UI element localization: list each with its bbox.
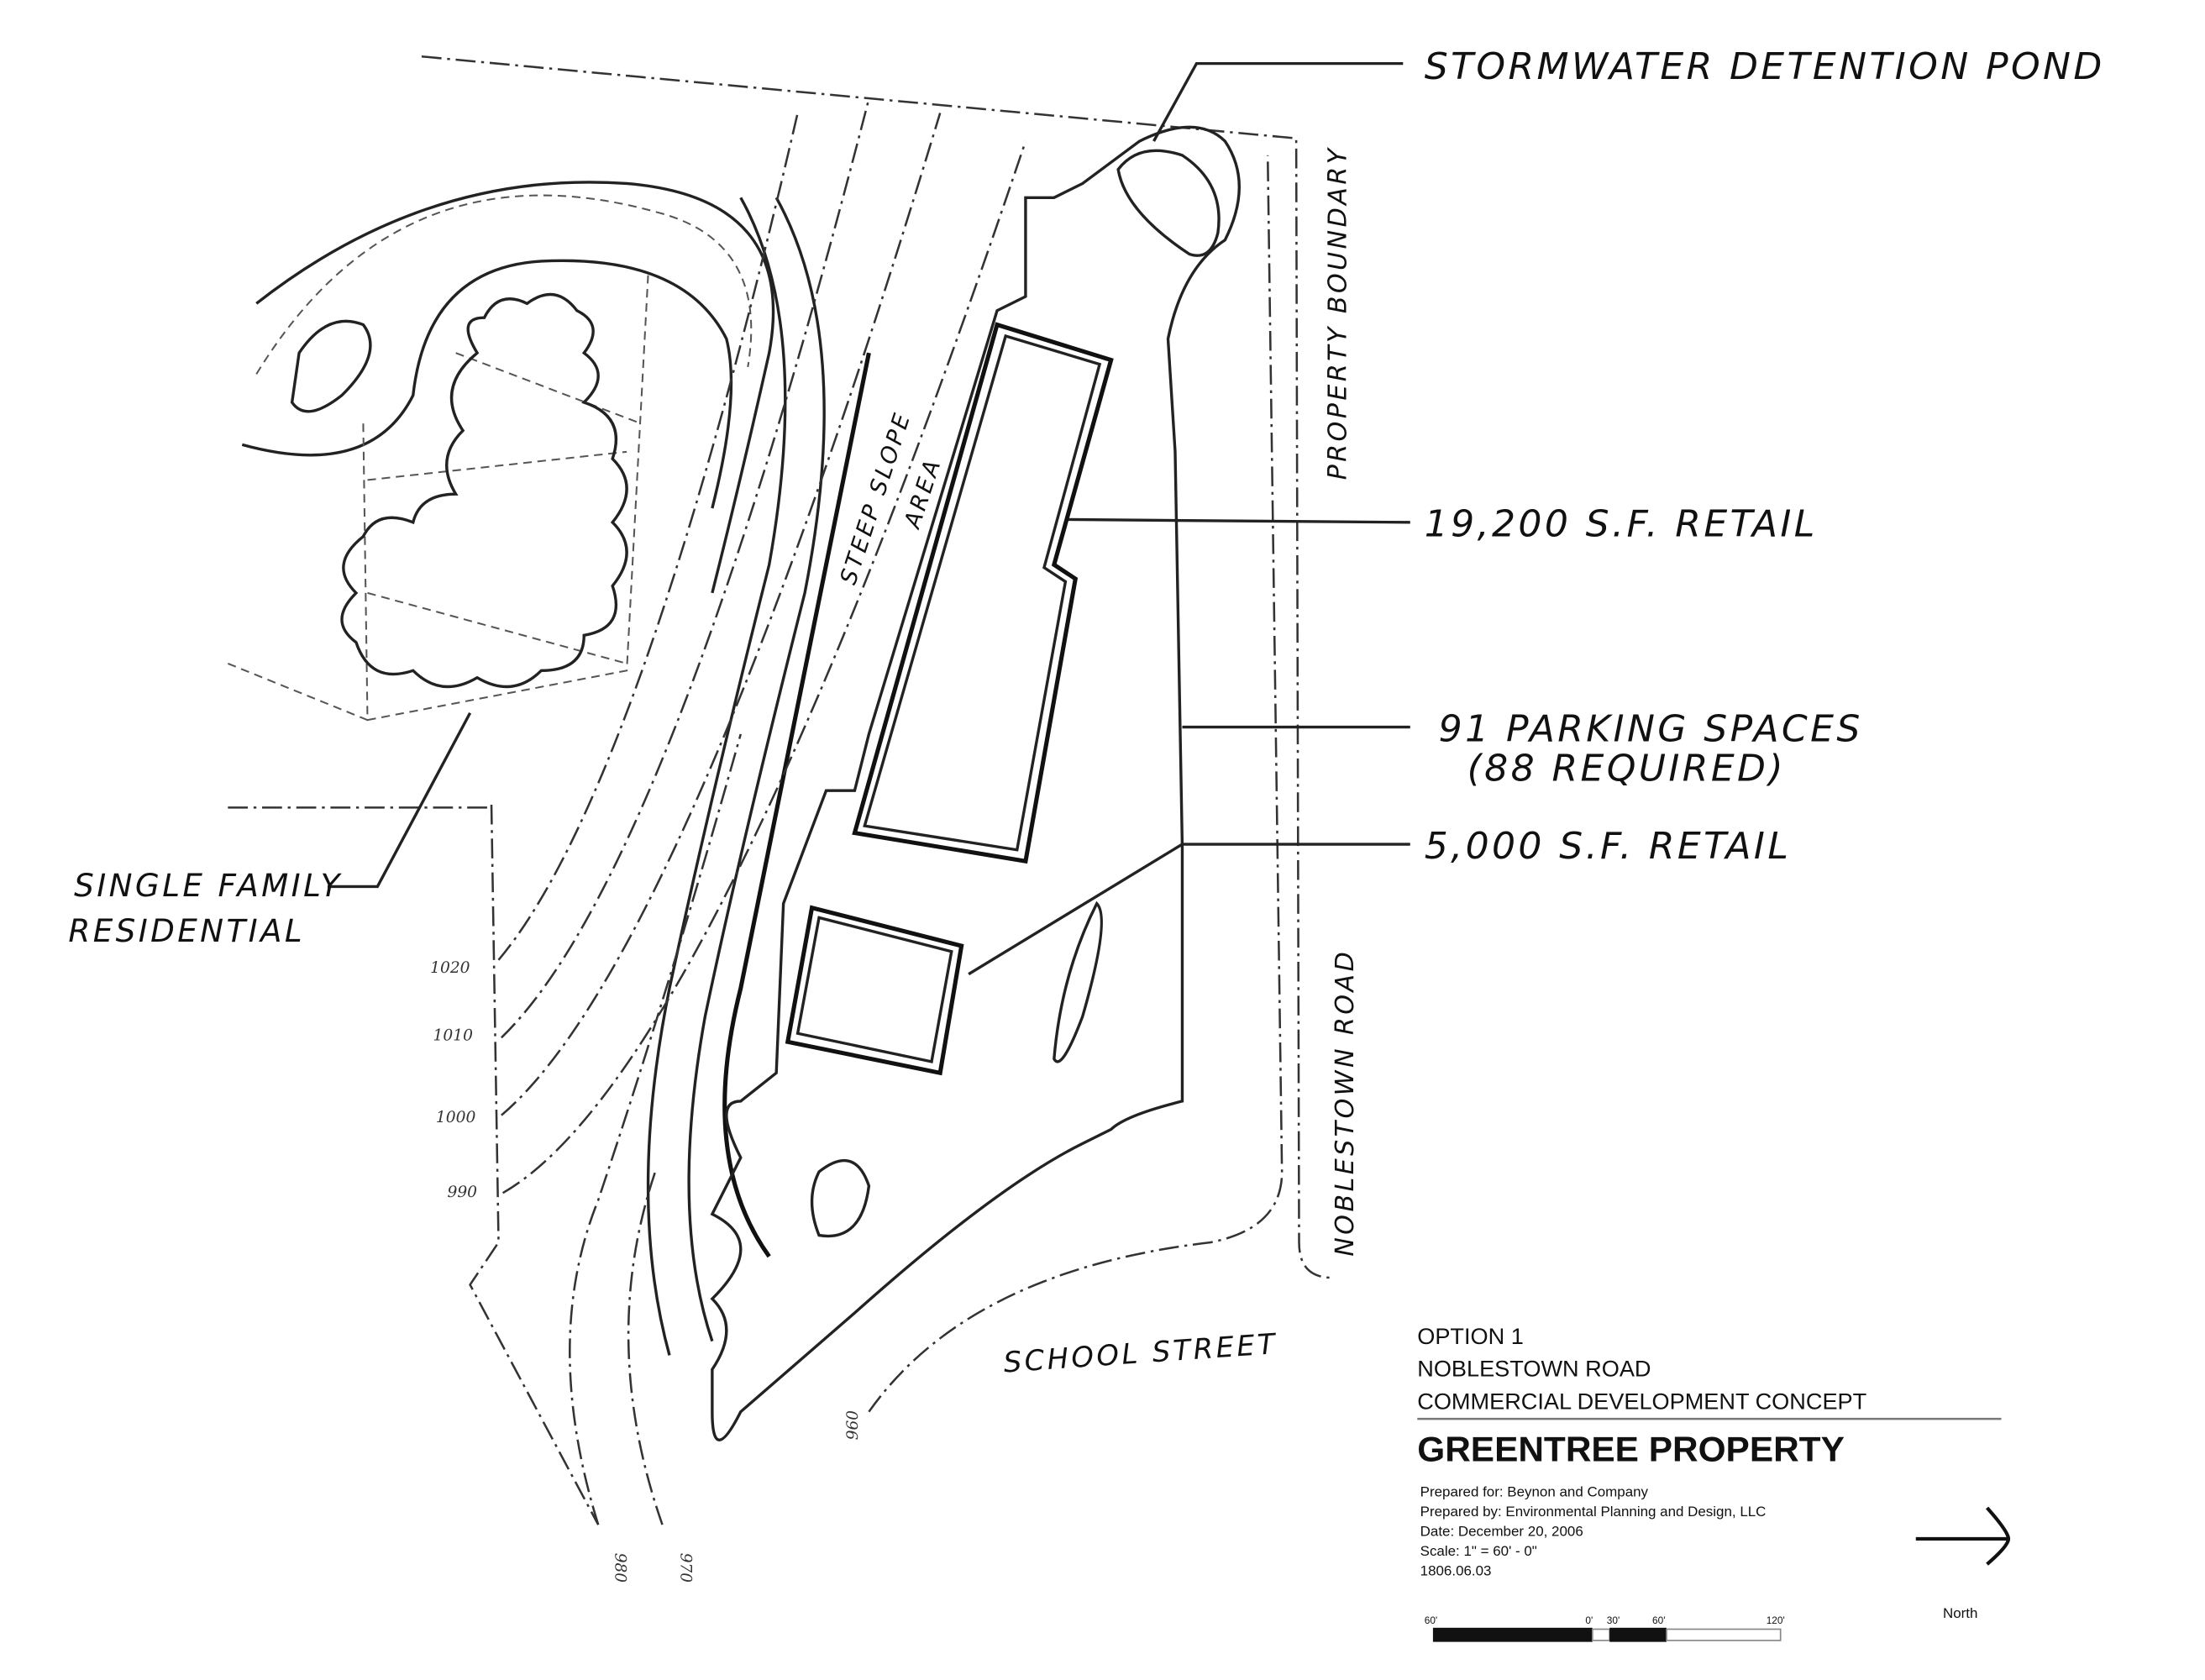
scale-tick: 30': [1607, 1614, 1620, 1626]
contour-label: 990: [447, 1184, 477, 1201]
label-school-street: SCHOOL STREET: [1002, 1327, 1278, 1378]
label-area: AREA: [899, 454, 947, 533]
label-parking-spaces: 91 PARKING SPACES: [1439, 708, 1863, 751]
contour-label: 960: [844, 1410, 862, 1440]
label-residential: RESIDENTIAL: [68, 913, 305, 949]
label-steep-slope: STEEP SLOPE: [836, 408, 917, 588]
tree-cluster: [340, 292, 628, 689]
scale-bar: 60' 0' 30' 60' 120': [1425, 1614, 1785, 1642]
label-retail-19200: 19,200 S.F. RETAIL: [1425, 503, 1818, 546]
scale-tick: 0': [1585, 1614, 1593, 1626]
residential-lots: [227, 275, 649, 722]
title-option: OPTION 1: [1417, 1324, 1524, 1349]
north-label: North: [1943, 1605, 1977, 1621]
scale-tick: 120': [1767, 1614, 1785, 1626]
leader-lines: [328, 61, 1410, 976]
label-single-family: SINGLE FAMILY: [74, 868, 343, 904]
project-number: 1806.06.03: [1420, 1563, 1492, 1579]
label-noblestown-road: NOBLESTOWN ROAD: [1331, 949, 1360, 1257]
stormwater-pond: [1116, 149, 1221, 257]
parking-lot-outline: [710, 125, 1241, 1441]
contour-label: 970: [677, 1553, 695, 1583]
contour-label: 1020: [430, 959, 470, 977]
contour-label: 1000: [436, 1109, 476, 1126]
prepared-for: Prepared for: Beynon and Company: [1420, 1484, 1649, 1500]
contour-label: 1010: [433, 1027, 474, 1045]
residential-street: [241, 181, 775, 594]
retail-building-5000: [785, 905, 964, 1076]
label-stormwater-pond: STORMWATER DETENTION POND: [1425, 45, 2105, 88]
prepared-by: Prepared by: Environmental Planning and …: [1420, 1504, 1767, 1520]
scale-tick: 60': [1425, 1614, 1437, 1626]
parking-island: [1053, 900, 1104, 1063]
plan-scale: Scale: 1" = 60' - 0": [1420, 1543, 1537, 1559]
access-road: [646, 197, 871, 1356]
contour-label: 980: [612, 1553, 629, 1583]
north-arrow-icon: [1915, 1506, 2011, 1566]
title-property: GREENTREE PROPERTY: [1417, 1430, 1845, 1469]
label-retail-5000: 5,000 S.F. RETAIL: [1425, 825, 1792, 868]
title-road: NOBLESTOWN ROAD: [1417, 1357, 1651, 1382]
plan-date: Date: December 20, 2006: [1420, 1524, 1583, 1540]
label-parking-required: (88 REQUIRED): [1467, 748, 1786, 790]
contour-lines: [228, 98, 1284, 1525]
label-property-boundary: PROPERTY BOUNDARY: [1323, 146, 1352, 480]
scale-tick: 60': [1652, 1614, 1665, 1626]
parking-island: [810, 1158, 871, 1238]
title-concept: COMMERCIAL DEVELOPMENT CONCEPT: [1417, 1389, 1866, 1414]
property-boundary-line: [421, 55, 1332, 1279]
retail-building-19200: [852, 322, 1114, 864]
title-block: OPTION 1 NOBLESTOWN ROAD COMMERCIAL DEVE…: [1417, 1324, 2011, 1642]
